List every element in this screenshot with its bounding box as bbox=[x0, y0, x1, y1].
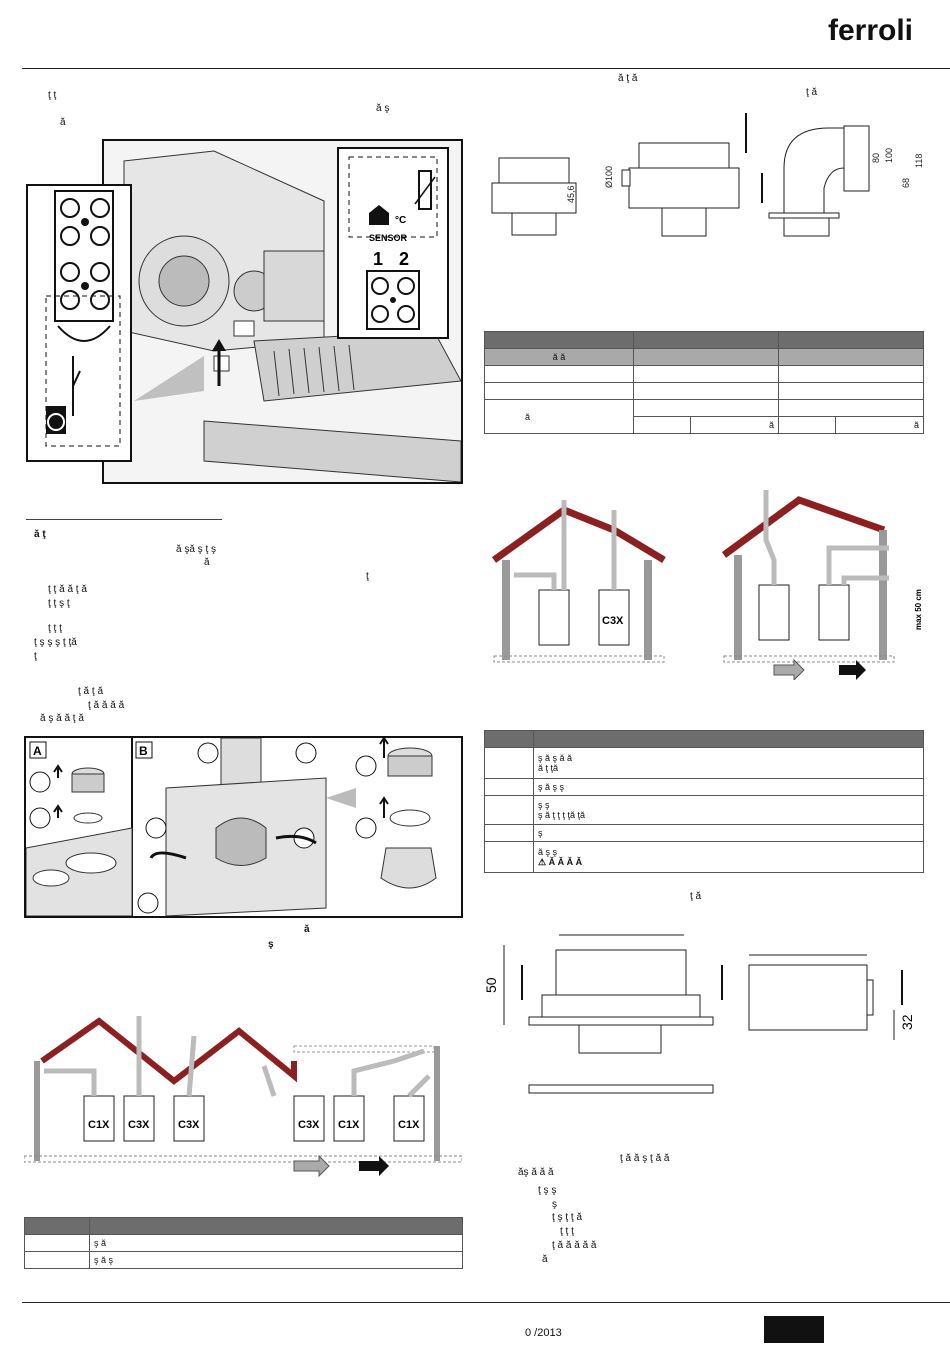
p1-line-7: ţ ş ş ş ţ ţă bbox=[34, 637, 77, 648]
bp-line-7: ţ ă ă ă ă ă bbox=[552, 1240, 597, 1251]
install-label-3: C3X bbox=[178, 1119, 200, 1131]
table-row bbox=[24, 1217, 463, 1235]
intro-line-2: ă ş bbox=[376, 103, 390, 114]
dim-d100: Ø100 bbox=[604, 166, 614, 188]
sensor-label: SENSOR bbox=[369, 233, 408, 243]
bp-line-4: ş bbox=[552, 1199, 557, 1210]
unit-label: °C bbox=[395, 215, 406, 226]
adapter-dimensions-figure: 50 32 bbox=[483, 925, 930, 1100]
bp-line-8: ă bbox=[542, 1254, 548, 1265]
section-heading: ă ţ bbox=[34, 529, 46, 540]
panel-a-label: A bbox=[33, 744, 42, 758]
left-bottom-table: ş ă ş ă ş bbox=[24, 1217, 463, 1269]
table-row: ş ă bbox=[24, 1234, 463, 1252]
warning-icon: ⚠ bbox=[538, 856, 547, 867]
p1-line-6: ţ ţ ţ bbox=[48, 623, 62, 634]
install-label-2: C3X bbox=[128, 1119, 150, 1131]
installation-diagram: C1X C3X C3X C3X C1X C1X bbox=[23, 1006, 463, 1181]
dim-32: 32 bbox=[899, 1014, 915, 1030]
install-label-4: C3X bbox=[298, 1119, 320, 1131]
intro-line-1: ţ ţ bbox=[48, 90, 57, 101]
intro-line-3: ă bbox=[60, 117, 66, 128]
right-top-line-1: ă ţ ă bbox=[618, 73, 638, 84]
p1-line-4: ţ ţ ă ă ţ ă bbox=[48, 584, 87, 595]
right-spec-table: ă ă ă ă ă bbox=[484, 331, 925, 434]
bp-line-1: ţ ă ă ş ţ ă ă bbox=[620, 1153, 670, 1164]
page-tab bbox=[764, 1316, 824, 1343]
bp-line-3: ţ ş ş bbox=[538, 1185, 557, 1196]
p1-line-1: ă şă ş ţ ş bbox=[176, 544, 217, 555]
p2-line-3: ă ş ă ă ţ ă bbox=[40, 713, 84, 724]
dim-118: 118 bbox=[914, 154, 924, 168]
terminal-1-label: 1 bbox=[373, 249, 383, 269]
logo-text: ferroli bbox=[828, 14, 913, 47]
p1-line-5: ţ ţ ş ţ bbox=[48, 598, 70, 609]
flue-dimensions-figure: 45,6 Ø100 80 100 68 118 bbox=[484, 108, 930, 258]
dim-100: 100 bbox=[884, 148, 894, 163]
p1-line-3: ţ bbox=[366, 571, 369, 582]
install-label-6: C1X bbox=[398, 1119, 420, 1131]
p2-line-2: ţ ă ă ă ă bbox=[88, 700, 125, 711]
install-label-1: C1X bbox=[88, 1119, 110, 1131]
header-rule bbox=[22, 68, 950, 69]
bp-line-5: ţ ş ţ ţ ă bbox=[552, 1212, 583, 1223]
p2-line-1: ţ ă ţ ă bbox=[78, 686, 104, 697]
sensor-connector-inset: °C SENSOR 1 2 bbox=[337, 147, 449, 339]
mid-line: ţ ă bbox=[690, 891, 702, 902]
dim-45: 45,6 bbox=[566, 185, 576, 203]
dim-50: 50 bbox=[484, 977, 499, 993]
panel-b-label: B bbox=[139, 744, 148, 758]
footer-rule bbox=[22, 1302, 950, 1303]
table-row: ş ă ş bbox=[24, 1251, 463, 1269]
fig-caption-2: ş bbox=[268, 939, 274, 950]
dim-80: 80 bbox=[871, 153, 881, 163]
fig-caption-1: ă bbox=[304, 924, 310, 935]
assembly-figure: A B bbox=[24, 736, 463, 918]
bp-line-2: ăş ă ă ă bbox=[518, 1167, 554, 1178]
bp-line-6: ţ ţ ţ bbox=[560, 1226, 574, 1237]
install-label-5: C1X bbox=[338, 1119, 360, 1131]
max-label: max 50 cm bbox=[914, 589, 923, 630]
switch-connector-inset bbox=[26, 184, 132, 462]
terminal-2-label: 2 bbox=[399, 249, 409, 269]
brand-logo: ferroli bbox=[828, 2, 928, 50]
right-top-line-2: ţ ă bbox=[806, 87, 818, 98]
roof-diagrams: C3X max 50 cm bbox=[484, 470, 930, 682]
section-rule bbox=[26, 519, 222, 520]
footer-date: 0 /2013 bbox=[525, 1327, 562, 1339]
dim-68: 68 bbox=[901, 178, 911, 188]
p1-line-2: ă bbox=[204, 557, 210, 568]
p1-line-8: ţ bbox=[34, 651, 37, 662]
c3x-label: C3X bbox=[602, 615, 624, 627]
